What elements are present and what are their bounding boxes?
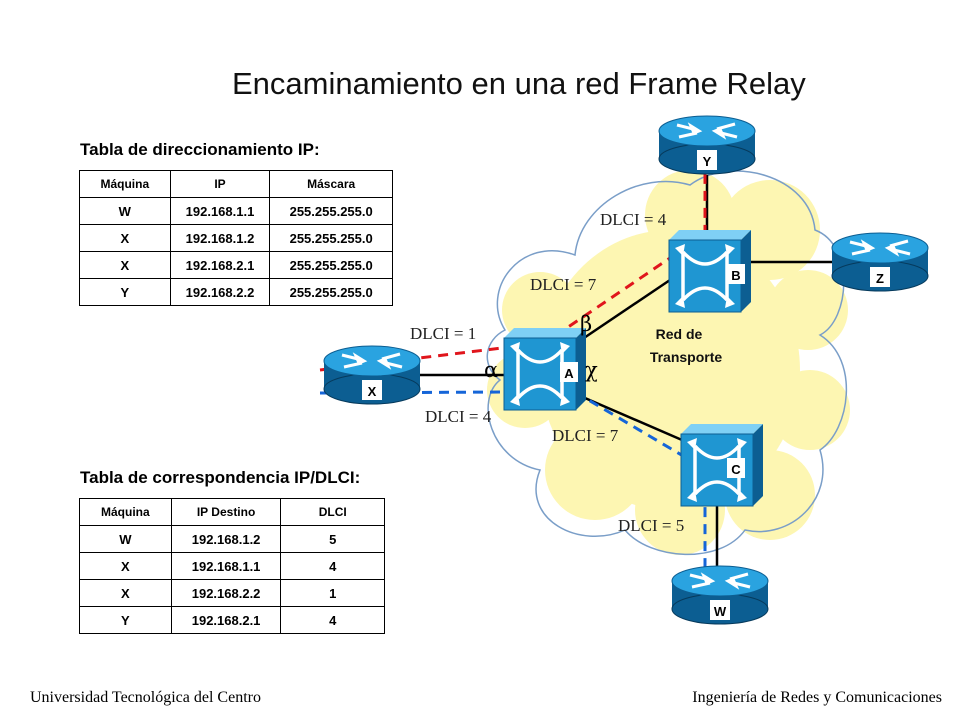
switch-a: A — [502, 326, 588, 412]
router-x-label-box — [362, 380, 382, 400]
table-header-row: Máquina IP Máscara — [79, 170, 393, 198]
router-z-label: Z — [876, 271, 884, 286]
router-x-label: X — [368, 384, 377, 399]
physical-links — [418, 175, 838, 568]
port-alpha-label: α — [484, 358, 498, 382]
table-cell: 255.255.255.0 — [269, 278, 393, 306]
table-row: Y 192.168.2.1 4 — [79, 606, 385, 634]
table-header-row: Máquina IP Destino DLCI — [79, 498, 385, 526]
table-cell: Y — [79, 606, 172, 634]
router-w-label: W — [714, 604, 727, 619]
dlci-label-y-b: DLCI = 4 — [600, 210, 667, 229]
table-row: X 192.168.2.2 1 — [79, 579, 385, 607]
table-cell: 255.255.255.0 — [269, 224, 393, 252]
table-cell: 192.168.2.1 — [169, 251, 271, 279]
footer-left: Universidad Tecnológica del Centro — [30, 689, 261, 706]
switch-b: B — [667, 228, 753, 314]
router-z: Z — [830, 231, 930, 293]
dlci-label-x-a-top: DLCI = 1 — [410, 324, 476, 343]
header-cell: DLCI — [280, 498, 385, 526]
cloud-label-line1: Red de — [656, 326, 703, 342]
dlci-label-a-b: DLCI = 7 — [530, 275, 597, 294]
router-w-label-box — [710, 600, 730, 620]
router-y: Y — [657, 114, 757, 176]
table-cell: 192.168.2.1 — [170, 606, 282, 634]
switch-c: C — [679, 422, 765, 508]
ip-table-caption: Tabla de direccionamiento IP: — [80, 140, 320, 159]
table-cell: X — [79, 251, 171, 279]
table-row: X 192.168.2.1 255.255.255.0 — [79, 251, 393, 279]
router-z-label-box — [870, 267, 890, 287]
table-cell: 255.255.255.0 — [269, 251, 393, 279]
table-row: X 192.168.1.1 4 — [79, 552, 385, 580]
switch-b-label: B — [731, 268, 740, 283]
table-cell: 255.255.255.0 — [269, 197, 393, 225]
table-cell: 192.168.1.1 — [169, 197, 271, 225]
table-row: Y 192.168.2.2 255.255.255.0 — [79, 278, 393, 306]
page-title: Encaminamiento en una red Frame Relay — [232, 66, 806, 101]
switch-c-label: C — [731, 462, 741, 477]
dlci-label-a-c: DLCI = 7 — [552, 426, 619, 445]
table-cell: 4 — [280, 606, 385, 634]
dlci-table-caption: Tabla de correspondencia IP/DLCI: — [80, 468, 361, 487]
dlci-label-x-a-bottom: DLCI = 4 — [425, 407, 492, 426]
switch-a-label: A — [564, 366, 574, 381]
cloud-label-line2: Transporte — [650, 349, 723, 365]
dlci-label-c-w: DLCI = 5 — [618, 516, 684, 535]
footer-right: Ingeniería de Redes y Comunicaciones — [692, 689, 942, 706]
port-beta-label: β — [580, 312, 592, 336]
ip-table: Máquina IP Máscara W 192.168.1.1 255.255… — [79, 170, 393, 306]
router-w: W — [670, 564, 770, 626]
port-chi-label: χ — [585, 358, 598, 382]
table-cell: 5 — [280, 525, 385, 553]
router-y-label-box — [697, 150, 717, 170]
table-cell: Y — [79, 278, 171, 306]
table-row: W 192.168.1.1 255.255.255.0 — [79, 197, 393, 225]
table-cell: 192.168.1.1 — [170, 552, 282, 580]
table-cell: 192.168.2.2 — [170, 579, 282, 607]
router-x: X — [322, 344, 422, 406]
router-y-label: Y — [703, 154, 712, 169]
table-row: W 192.168.1.2 5 — [79, 525, 385, 553]
table-cell: 192.168.2.2 — [169, 278, 271, 306]
dlci-table: Máquina IP Destino DLCI W 192.168.1.2 5 … — [79, 498, 385, 634]
